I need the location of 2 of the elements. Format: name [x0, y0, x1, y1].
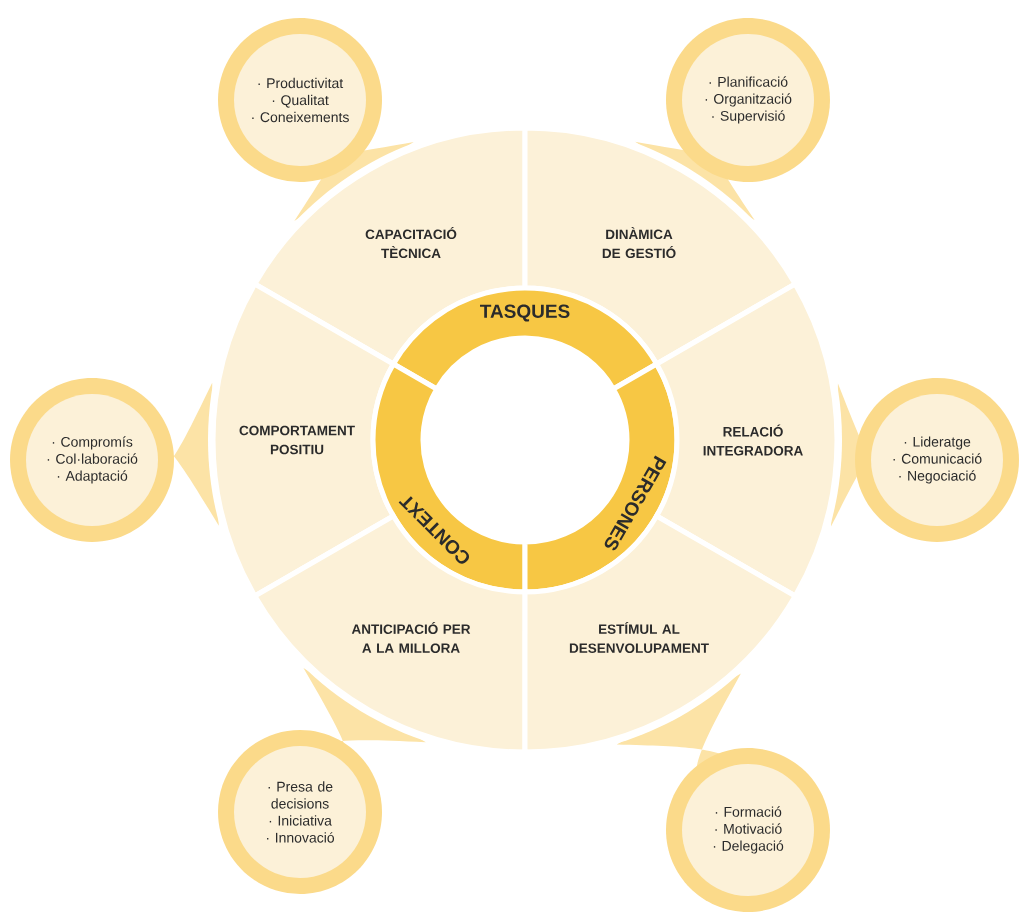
speech-bubble: · Compromís · Col·laboració · Adaptació [10, 378, 219, 542]
speech-bubble: · Lideratge · Comunicació · Negociació [831, 378, 1019, 542]
